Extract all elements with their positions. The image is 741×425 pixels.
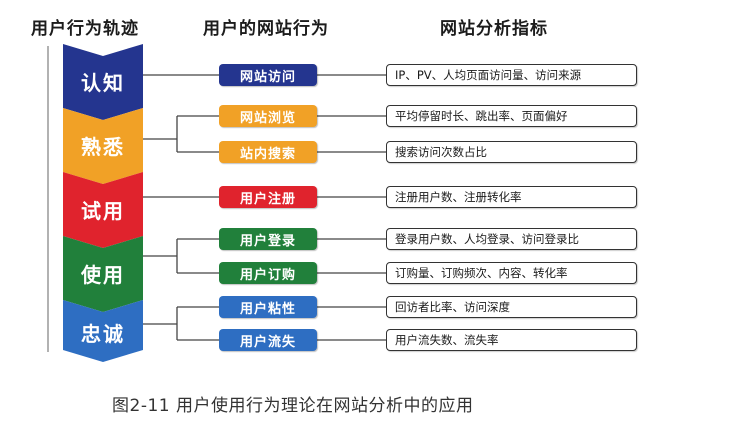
behavior-box-site-visit: 网站访问	[219, 64, 317, 86]
behavior-box-login: 用户登录	[219, 228, 317, 250]
indicator-box-site-visit: IP、PV、人均页面访问量、访问来源	[386, 64, 637, 86]
indicator-box-register: 注册用户数、注册转化率	[386, 186, 637, 208]
stage-chevron-loyalty	[63, 300, 143, 362]
behavior-box-order: 用户订购	[219, 262, 317, 284]
figure-caption: 图2-11 用户使用行为理论在网站分析中的应用	[112, 396, 474, 416]
behavior-box-stickiness: 用户粘性	[219, 296, 317, 318]
stage-label-familiarity: 熟悉	[81, 135, 125, 159]
stage-chevron-familiarity	[63, 108, 143, 184]
indicator-box-order: 订购量、订购频次、内容、转化率	[386, 262, 637, 284]
stage-chevron-usage	[63, 236, 143, 312]
indicator-box-site-search: 搜索访问次数占比	[386, 141, 637, 163]
header-behavior: 用户的网站行为	[203, 19, 329, 39]
indicator-box-login: 登录用户数、人均登录、访问登录比	[386, 228, 637, 250]
stage-label-awareness: 认知	[81, 71, 125, 95]
stage-chevron-trial	[63, 172, 143, 248]
connectors	[143, 74, 386, 341]
stage-label-loyalty: 忠诚	[81, 322, 125, 346]
indicator-box-churn: 用户流失数、流失率	[386, 329, 637, 351]
behavior-box-register: 用户注册	[219, 186, 317, 208]
behavior-box-churn: 用户流失	[219, 329, 317, 351]
behavior-box-site-search: 站内搜索	[219, 141, 317, 163]
behavior-box-site-browse: 网站浏览	[219, 105, 317, 127]
indicator-box-stickiness: 回访者比率、访问深度	[386, 296, 637, 318]
stage-label-trial: 试用	[81, 199, 125, 223]
indicator-box-site-browse: 平均停留时长、跳出率、页面偏好	[386, 105, 637, 127]
stage-chevron-awareness	[63, 44, 143, 120]
header-indicators: 网站分析指标	[440, 19, 548, 39]
header-track: 用户行为轨迹	[31, 19, 139, 39]
stage-label-usage: 使用	[81, 263, 125, 287]
